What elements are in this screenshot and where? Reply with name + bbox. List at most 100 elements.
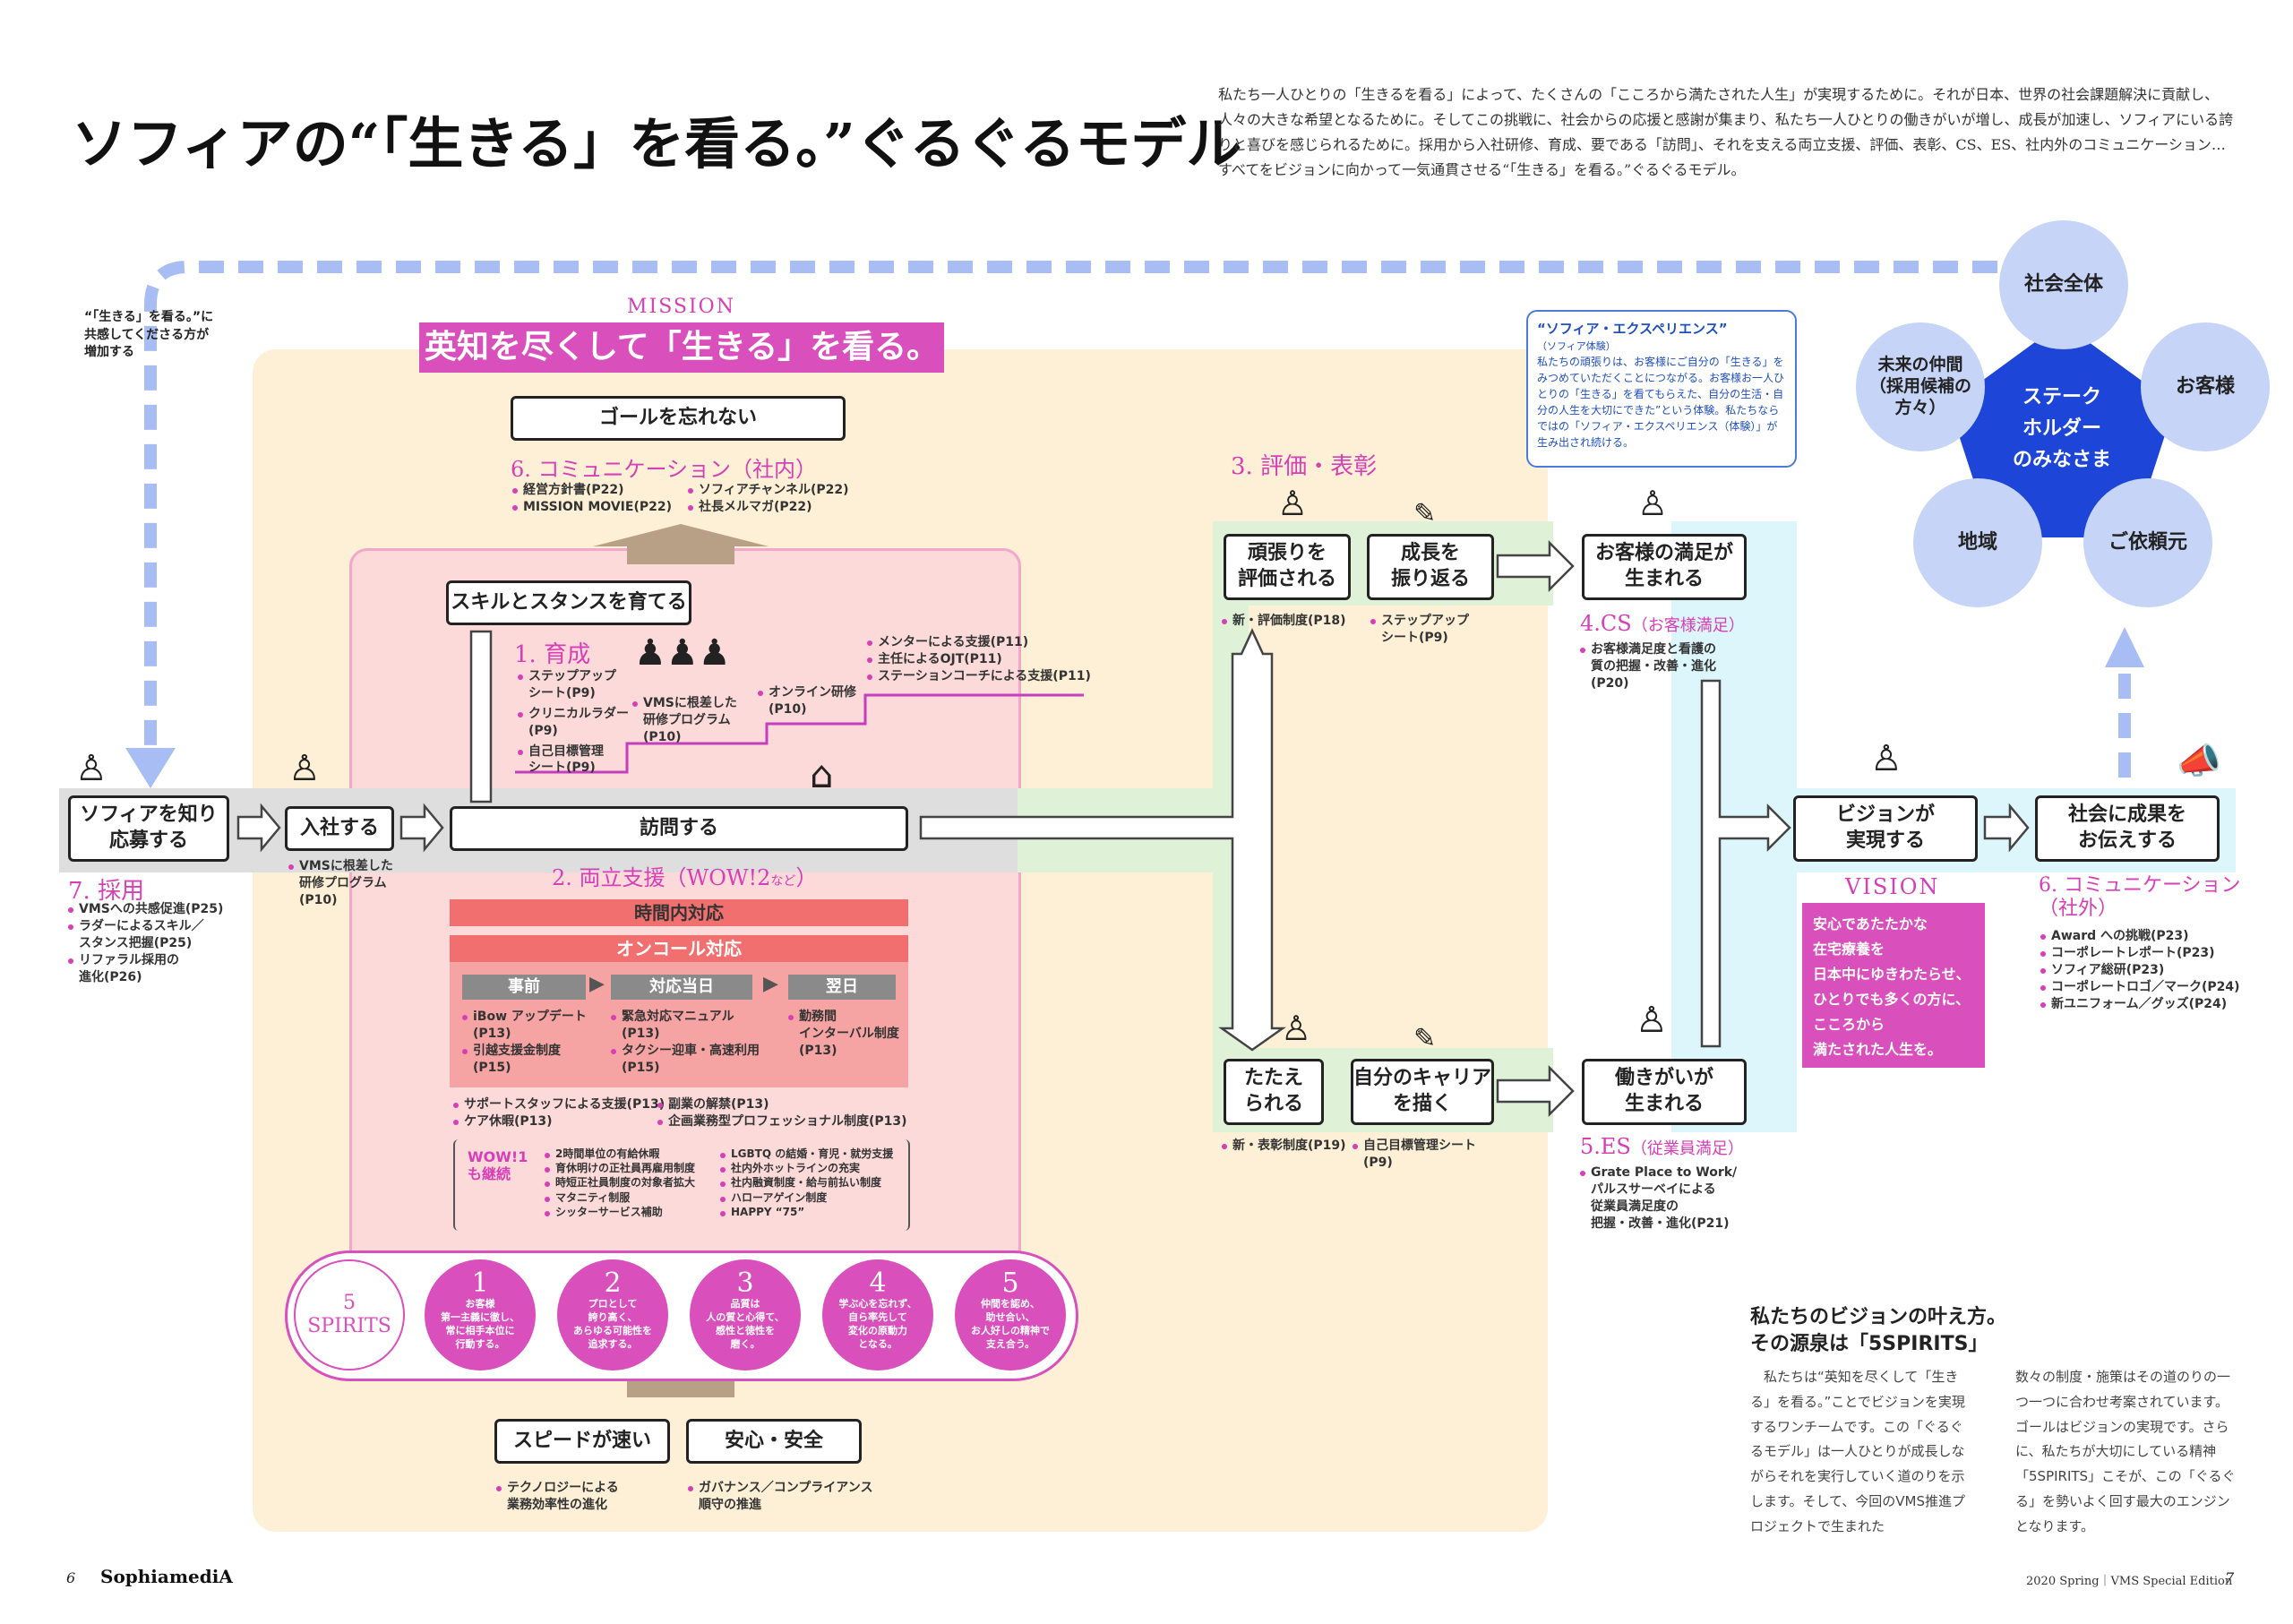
goal-box: ゴールを忘れない <box>511 396 846 441</box>
ikusei-online: オンライン研修 (P10) <box>758 684 856 718</box>
list-item: 新・評価制度(P18) <box>1222 613 1346 630</box>
list-item: 新・表彰制度(P19) <box>1222 1138 1346 1155</box>
list-item: 自己目標管理 シート(P9) <box>518 743 634 778</box>
list-item: VMSに根差した 研修プログラム (P10) <box>632 695 737 746</box>
footer-edition: 2020 Spring｜VMS Special Edition <box>2026 1575 2233 1588</box>
stakeholder-future: 未来の仲間 （採用候補の 方々） <box>1856 322 1985 451</box>
list-item: シッターサービス補助 <box>545 1205 695 1219</box>
list-item: ガバナンス／コンプライアンス 順守の推進 <box>688 1480 872 1514</box>
ryoritsu-title: 2. 両立支援（WOW!2など） <box>552 865 818 890</box>
stakeholder-client: ご依頼元 <box>2083 478 2212 607</box>
phase-arrow-icon: ▶ <box>763 973 778 995</box>
eval-note-2: ステップアップ シート(P9) <box>1370 613 1469 647</box>
ryoritsu-row1: サポートスタッフによる支援(P13) ケア休暇(P13) <box>453 1096 665 1130</box>
list-item: 勤務間 インターバル制度 (P13) <box>788 1009 899 1060</box>
house-visit-icon: ⌂ <box>810 752 834 796</box>
list-item: MISSION MOVIE(P22) <box>512 499 672 516</box>
eval-note-1: 新・評価制度(P18) <box>1222 613 1346 630</box>
page-title: ソフィアの“「生きる」を看る。”ぐるぐるモデル <box>72 111 1242 176</box>
spirits-label: 5 SPIRITS <box>307 1291 391 1337</box>
comm-external-list: Award への挑戦(P23) コーポレートレポート(P23) ソフィア総研(P… <box>2040 928 2240 1012</box>
closing-title: 私たちのビジョンの叶え方。 その源泉は「5SPIRITS」 <box>1750 1306 2007 1355</box>
list-item: オンライン研修 (P10) <box>758 684 856 718</box>
list-item: 副業の解禁(P13) <box>657 1096 907 1113</box>
vision-box: ビジョンが 実現する <box>1793 795 1978 862</box>
hyoka-title: 3. 評価・表彰 <box>1231 453 1378 480</box>
list-item: 引越支援金制度 (P15) <box>462 1043 587 1077</box>
ikusei-top: メンターによる支援(P11) 主任によるOJT(P11) ステーションコーチによ… <box>867 634 1091 685</box>
apply-box: ソフィアを知り 応募する <box>68 795 229 862</box>
logo: SophiamediA <box>100 1566 233 1587</box>
spirits-pill <box>285 1250 1078 1381</box>
stakeholder-region: 地域 <box>1913 478 2042 607</box>
ryoritsu-band-2: オンコール対応 <box>450 935 908 962</box>
list-item: ステップアップ シート(P9) <box>518 668 634 702</box>
pencil-icon: ✎ <box>1413 1023 1437 1054</box>
closing-col-2: 数々の制度・施策はその道のりの一つ一つに合わせ考案されています。ゴールはビジョン… <box>2015 1369 2236 1534</box>
list-item: リファラル採用の 進化(P26) <box>68 952 223 986</box>
list-item: ステーションコーチによる支援(P11) <box>867 668 1091 685</box>
join-note: VMSに根差した 研修プログラム (P10) <box>288 858 393 909</box>
eval-box-3: たたえ られる <box>1224 1059 1324 1125</box>
safety-note: ガバナンス／コンプライアンス 順守の推進 <box>688 1480 872 1514</box>
list-item: LGBTQ の結婚・育児・就労支援 <box>720 1147 893 1161</box>
list-item: 自己目標管理シート (P9) <box>1353 1138 1476 1172</box>
page-number-left: 6 <box>66 1569 76 1586</box>
comm-internal-title: 6. コミュニケーション（社内） <box>511 457 818 482</box>
cheer-icon-vision: ♙ <box>1870 738 1902 779</box>
ikusei-title: 1. 育成 <box>514 641 591 668</box>
ryoritsu-col3: 勤務間 インターバル制度 (P13) <box>788 1009 899 1060</box>
list-item: 緊急対応マニュアル (P13) <box>611 1009 760 1043</box>
list-item: 新ユニフォーム／グッズ(P24) <box>2040 996 2240 1013</box>
loop-note: “「生きる」を看る。”に 共感してくださる方が 増加する <box>84 310 214 360</box>
list-item: HAPPY “75” <box>720 1205 893 1219</box>
list-item: Grate Place to Work/ パルスサーベイによる 従業員満足度の … <box>1580 1164 1737 1233</box>
list-item: 企画業務型プロフェッショナル制度(P13) <box>657 1113 907 1130</box>
ikusei-steps: ステップアップ シート(P9) クリニカルラダー (P9) 自己目標管理 シート… <box>518 668 634 777</box>
closing-col-1: 私たちは“英知を尽くして「生きる」を看る。”ことでビジョンを実現するワンチームで… <box>1750 1369 1966 1534</box>
list-item: クリニカルラダー (P9) <box>518 706 634 740</box>
person-happy-icon: ♙ <box>1637 484 1669 523</box>
person-star-icon: ♙ <box>1277 484 1309 523</box>
stakeholder-center: ステーク ホルダー のみなさま <box>2012 386 2111 472</box>
vision-text: 安心であたたかな 在宅療養を 日本中にゆきわたらせ、 ひとりでも多くの方に、 こ… <box>1802 903 1985 1068</box>
eval-box-1: 頑張りを 評価される <box>1224 534 1351 600</box>
list-item: ハローアゲイン制度 <box>720 1190 893 1205</box>
es-list: Grate Place to Work/ パルスサーベイによる 従業員満足度の … <box>1580 1164 1737 1233</box>
list-item: テクノロジーによる 業務効率性の進化 <box>496 1480 619 1514</box>
stakeholder-customer: お客様 <box>2141 322 2270 451</box>
list-item: 時短正社員制度の対象者拡大 <box>545 1175 695 1190</box>
list-item: 育休明けの正社員再雇用制度 <box>545 1161 695 1175</box>
ikusei-vms: VMSに根差した 研修プログラム (P10) <box>632 695 737 746</box>
eval-box-4: 自分のキャリア を描く <box>1351 1059 1494 1125</box>
mission-label: MISSION <box>627 296 735 318</box>
list-item: Award への挑戦(P23) <box>2040 928 2240 945</box>
safety-box: 安心・安全 <box>686 1419 862 1464</box>
list-item: コーポレートレポート(P23) <box>2040 945 2240 962</box>
list-item: 社内外ホットラインの充実 <box>720 1161 893 1175</box>
cs-title: 4.CS（お客様満足） <box>1580 611 1745 636</box>
sophia-exp-title: “ソフィア・エクスペリエンス” <box>1537 321 1728 337</box>
ryoritsu-col2: 緊急対応マニュアル (P13) タクシー迎車・高速利用 (P15) <box>611 1009 760 1077</box>
megaphone-icon: 📣 <box>2177 741 2221 782</box>
cs-list: お客様満足度と看護の 質の把握・改善・進化 (P20) <box>1580 641 1716 692</box>
list-item: ソフィアチャンネル(P22) <box>688 482 849 499</box>
list-item: 社内融資制度・給与前払い制度 <box>720 1175 893 1190</box>
comm-internal-list-left: 経営方針書(P22) MISSION MOVIE(P22) <box>512 482 672 516</box>
list-item: 経営方針書(P22) <box>512 482 672 499</box>
list-item: マタニティ制服 <box>545 1190 695 1205</box>
society-box: 社会に成果を お伝えする <box>2035 795 2220 862</box>
vision-label: VISION <box>1845 874 1940 899</box>
list-item: 社長メルマガ(P22) <box>688 499 849 516</box>
wow-left-list: 2時間単位の有給休暇 育休明けの正社員再雇用制度 時短正社員制度の対象者拡大 マ… <box>545 1147 695 1219</box>
es-box: 働きがいが 生まれる <box>1582 1059 1747 1125</box>
cheer-icon: ♙ <box>288 748 321 789</box>
ryoritsu-band-1: 時間内対応 <box>450 899 908 926</box>
ryoritsu-row1b: 副業の解禁(P13) 企画業務型プロフェッショナル制度(P13) <box>657 1096 907 1130</box>
list-item: ケア休暇(P13) <box>453 1113 665 1130</box>
phase-arrow-icon: ▶ <box>589 973 605 995</box>
